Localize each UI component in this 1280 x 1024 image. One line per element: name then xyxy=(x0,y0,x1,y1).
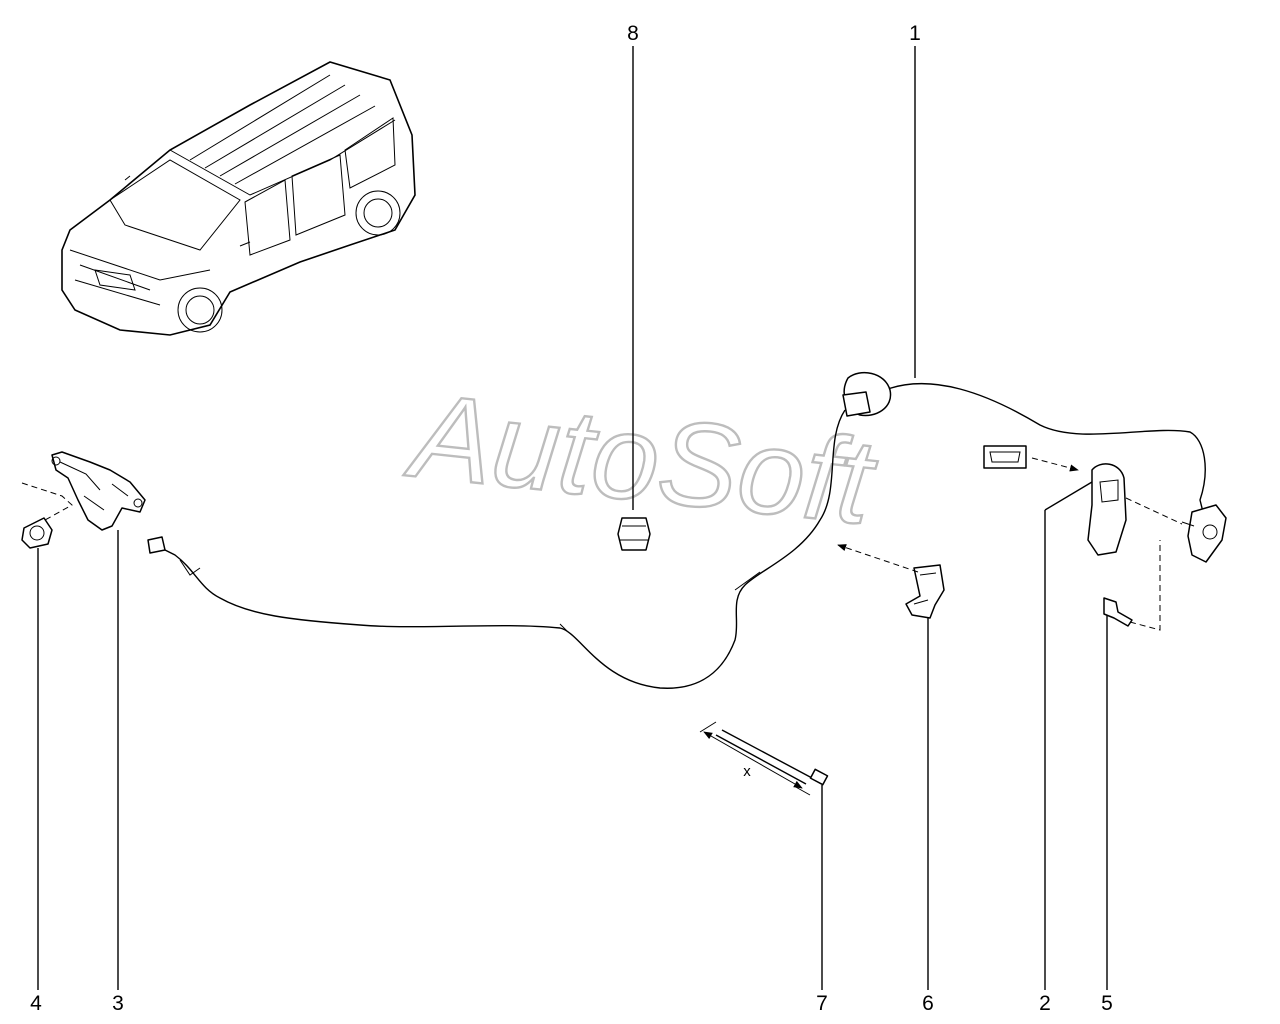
handle-bracket xyxy=(1181,504,1227,563)
part-3-hood-lock xyxy=(21,451,146,990)
callout-4: 4 xyxy=(30,992,42,1015)
part-1-cable xyxy=(147,46,1206,689)
part-4-grommet xyxy=(21,517,53,990)
callout-1: 1 xyxy=(909,22,921,45)
part-6-clamp xyxy=(837,544,945,990)
dimension-x-label: x xyxy=(743,763,751,780)
callout-8: 8 xyxy=(627,22,639,45)
part-8-clip xyxy=(617,46,651,551)
part-5-bolt xyxy=(1103,540,1161,990)
vehicle-illustration xyxy=(61,61,416,336)
callout-7: 7 xyxy=(816,992,828,1015)
callout-5: 5 xyxy=(1101,992,1113,1015)
part-7-cable-tie: x xyxy=(699,721,829,990)
callout-6: 6 xyxy=(922,992,934,1015)
callout-3: 3 xyxy=(112,992,124,1015)
callout-2: 2 xyxy=(1039,992,1051,1015)
part-2-lever xyxy=(983,445,1183,990)
